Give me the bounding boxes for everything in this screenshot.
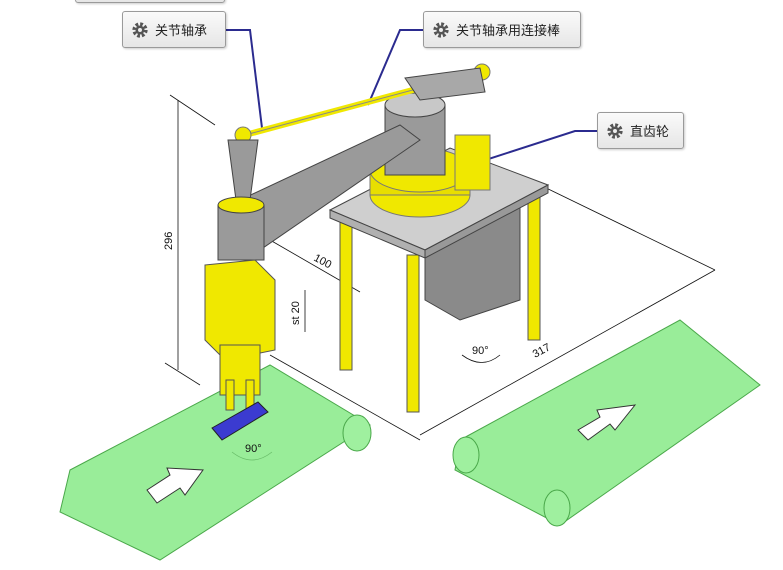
gear-icon — [433, 21, 449, 38]
leader-lines — [226, 29, 597, 166]
dim-rotation-base: 90° — [472, 345, 489, 357]
dim-arm-length: 100 — [312, 252, 334, 271]
joint-bearing-rod — [234, 63, 491, 144]
left-conveyor-belt — [59, 364, 372, 561]
workpiece — [211, 401, 269, 441]
callout-label: 直齿轮 — [630, 125, 670, 140]
dim-rotation-gripper: 90° — [245, 443, 262, 455]
dim-height: 296 — [163, 232, 175, 250]
right-belt-arrow-icon — [577, 404, 637, 441]
callout-joint-bearing[interactable]: 关节轴承 — [122, 11, 226, 48]
dim-width: 317 — [531, 341, 553, 360]
dim-stroke: st 20 — [290, 301, 302, 325]
callout-label: 关节轴承用连接棒 — [456, 24, 561, 39]
gear-icon — [132, 21, 148, 38]
callout-label: 关节轴承 — [155, 24, 208, 39]
gear-icon — [607, 122, 623, 139]
right-conveyor-belt — [452, 319, 761, 527]
gripper-assembly — [204, 139, 276, 441]
callout-partial[interactable] — [75, 0, 225, 3]
left-belt-arrow-icon — [146, 467, 204, 504]
callout-spur-gear[interactable]: 直齿轮 — [597, 112, 684, 149]
callout-joint-bearing-rod[interactable]: 关节轴承用连接棒 — [423, 11, 581, 48]
